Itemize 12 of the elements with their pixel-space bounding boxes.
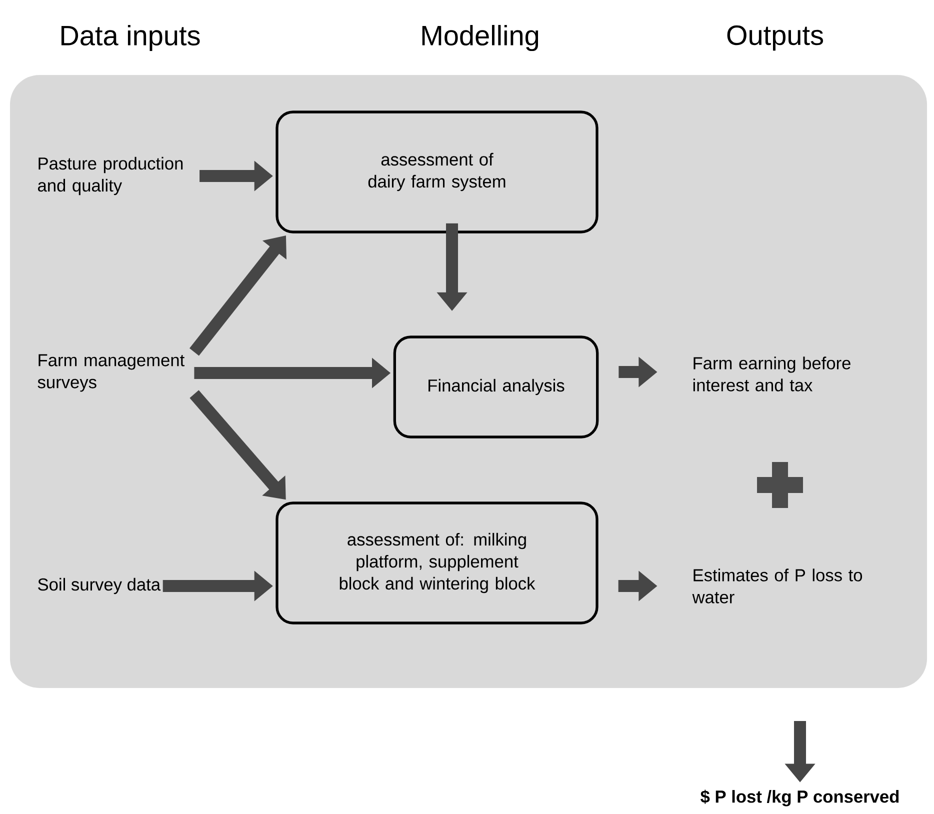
input-text: Estimates of P loss to water bbox=[692, 568, 862, 604]
column-heading: Data inputs bbox=[61, 24, 200, 52]
column-heading: Outputs bbox=[727, 25, 824, 51]
process-box: Financial analysis bbox=[393, 336, 599, 438]
input-text: Farm management surveys bbox=[38, 354, 184, 392]
process-box: assessment of: milking platform, supplement block and wintering block bbox=[276, 502, 598, 624]
process-box: assessment of dairy farm system bbox=[276, 110, 598, 234]
input-text: Farm earning before interest and tax bbox=[693, 356, 850, 392]
input-text: Soil survey data bbox=[38, 578, 161, 594]
column-heading: Modelling bbox=[422, 24, 538, 52]
input-text: Pasture production and quality bbox=[38, 156, 183, 196]
result-text: $ P lost /kg P conserved bbox=[700, 790, 899, 806]
